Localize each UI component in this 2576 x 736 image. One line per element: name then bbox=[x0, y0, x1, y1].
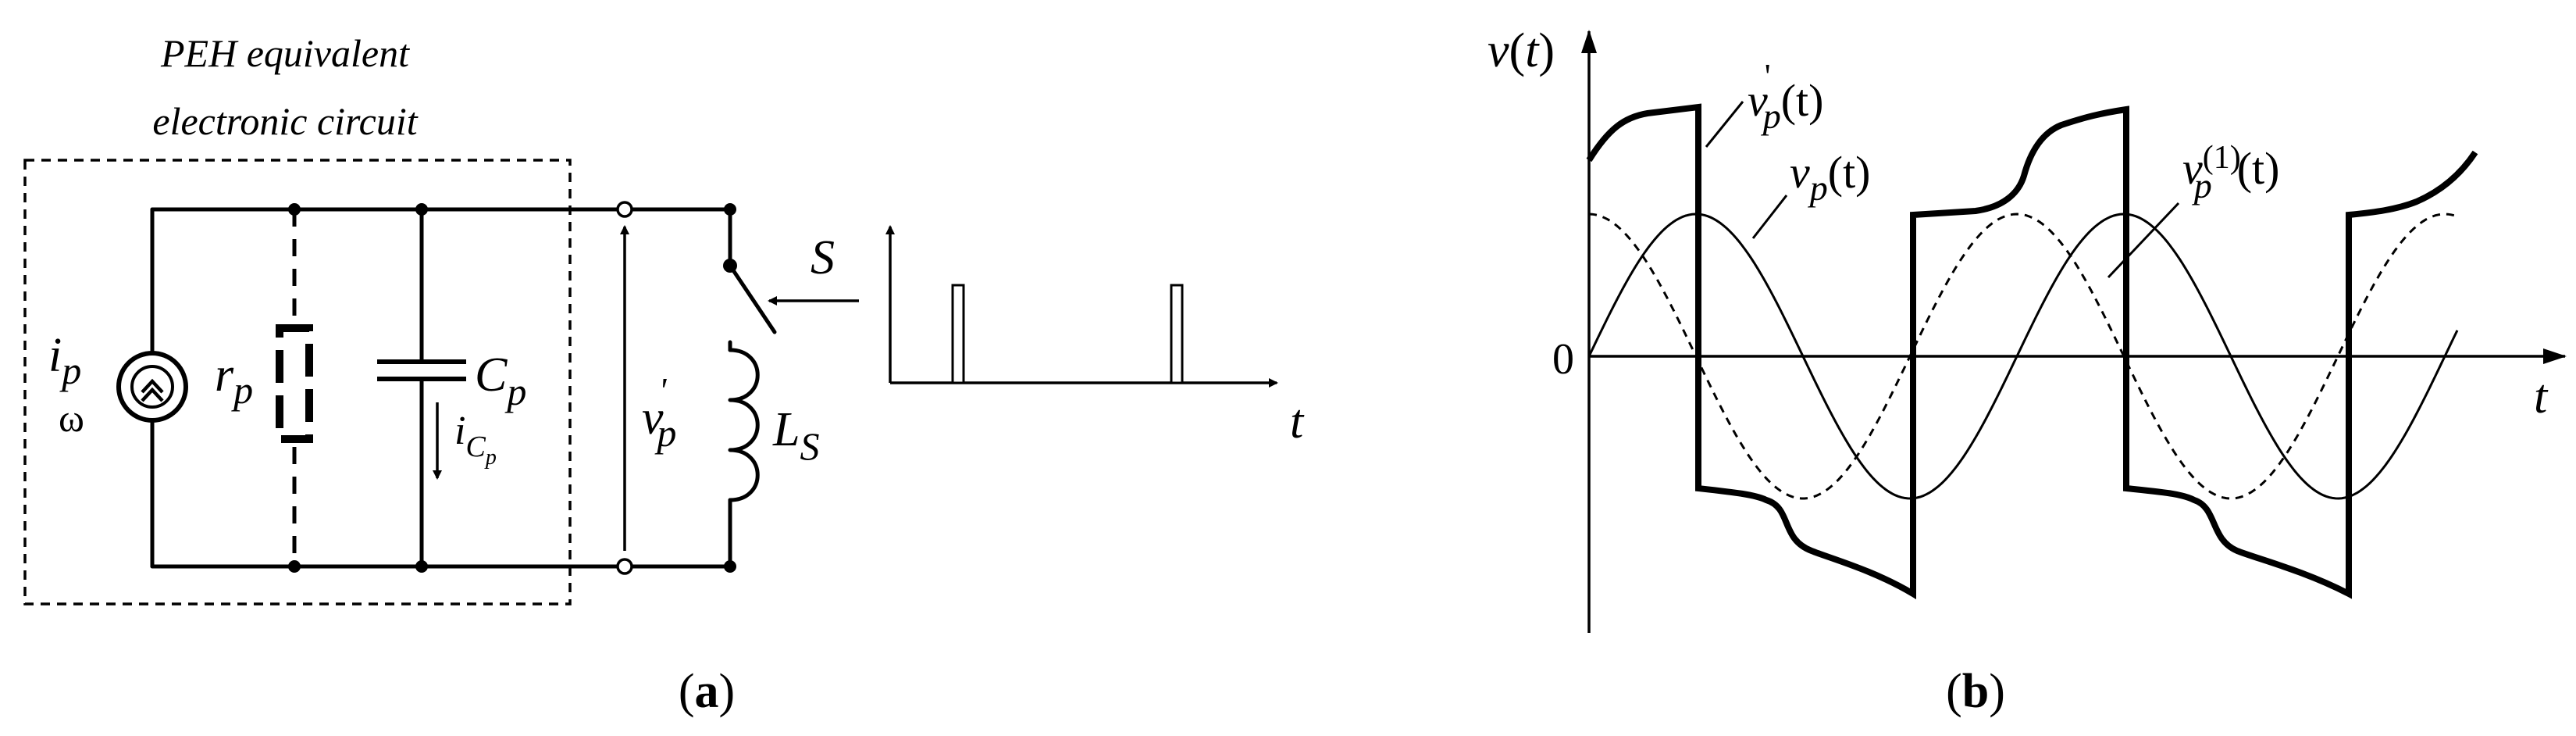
capacitor-current-label: iCp bbox=[454, 409, 497, 470]
voltage-label: v'p bbox=[642, 370, 676, 455]
double-chevron-up-icon bbox=[141, 378, 164, 402]
junction-dot bbox=[415, 203, 428, 216]
switch-pulse bbox=[951, 284, 965, 384]
y-axis-label: v(t) bbox=[1488, 24, 1555, 77]
peh-equivalent-box bbox=[23, 159, 572, 606]
label-vp1: v(1)p(t) bbox=[2182, 140, 2279, 205]
curve-vp1-fundamental bbox=[1588, 213, 2458, 500]
inductor-symbol bbox=[728, 348, 760, 502]
origin-label: 0 bbox=[1552, 335, 1574, 384]
caption-a: (a) bbox=[679, 665, 735, 718]
switch-blade bbox=[728, 263, 777, 334]
curve-vp-prime-switched bbox=[1586, 103, 2478, 600]
box-title-line1: PEH equivalent bbox=[160, 31, 410, 75]
terminal-bottom bbox=[616, 558, 633, 575]
leader-line-vp1 bbox=[2107, 202, 2180, 279]
resistor-symbol bbox=[276, 324, 313, 443]
leader-line-vp bbox=[1751, 195, 1788, 239]
source-label: ip bbox=[48, 329, 81, 392]
x-axis-label: t bbox=[2534, 370, 2549, 423]
current-source-symbol bbox=[116, 351, 188, 423]
omega-label: ω bbox=[59, 396, 84, 440]
switch-pulse bbox=[1170, 284, 1184, 384]
junction-dot bbox=[415, 560, 428, 573]
box-title-line2: electronic circuit bbox=[152, 99, 418, 143]
inductor-label: LS bbox=[772, 403, 819, 468]
label-vp: vp(t) bbox=[1790, 147, 1871, 208]
capacitor-label: Cp bbox=[475, 348, 526, 413]
junction-dot bbox=[288, 560, 301, 573]
switch-label: S bbox=[811, 231, 835, 284]
pulse-axis-label: t bbox=[1290, 395, 1305, 448]
terminal-top bbox=[616, 201, 633, 218]
leader-line-vp-prime bbox=[1705, 101, 1744, 148]
caption-b: (b) bbox=[1946, 665, 2005, 718]
junction-dot bbox=[288, 203, 301, 216]
current-source-inner bbox=[130, 365, 174, 409]
resistor-label: rp bbox=[215, 348, 253, 412]
panel-a-circuit: PEH equivalent electronic circuit ip ω r… bbox=[23, 31, 1305, 718]
panel-b-waveforms: v(t) t 0 v'p(t) vp(t) v(1)p(t) (b) bbox=[1488, 24, 2567, 718]
curve-vp-sinusoid bbox=[1587, 213, 2459, 500]
label-vp-prime: v'p(t) bbox=[1748, 57, 1823, 136]
